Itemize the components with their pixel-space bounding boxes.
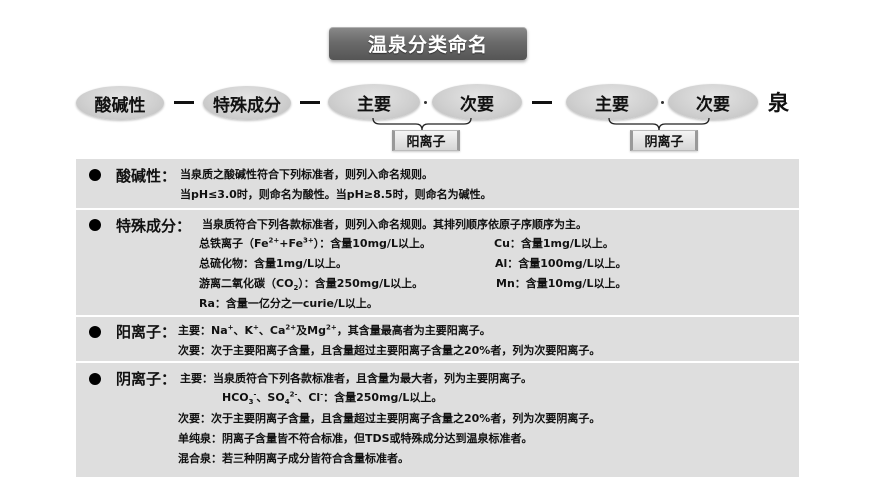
bullet-icon bbox=[89, 169, 101, 181]
panel-special-components: 特殊成分： 当泉质符合下列各款标准者，则列入命名规则。其排列顺序依原子序顺序为主… bbox=[76, 210, 799, 315]
diagram-title: 温泉分类命名 bbox=[329, 27, 527, 60]
oval-acidity: 酸碱性 bbox=[76, 86, 164, 120]
mixed-spring-text: 混合泉：若三种阴离子成分皆符合含量标准者。 bbox=[178, 452, 409, 465]
dash-separator bbox=[532, 101, 552, 104]
criterion-copper: Cu：含量1mg/L以上。 bbox=[494, 237, 614, 250]
oval-anion-major: 主要 bbox=[566, 84, 658, 120]
criterion-radium: Ra：含量一亿分之一curie/L以上。 bbox=[199, 297, 378, 310]
dash-separator bbox=[174, 101, 194, 104]
cation-minor-text: 次要：次于主要阳离子含量，且含量超过主要阳离子含量之20%者，列为次要阳离子。 bbox=[178, 344, 601, 357]
panel-acidity: 酸碱性： 当泉质之酸碱性符合下列标准者，则列入命名规则。 当pH≤3.0时，则命… bbox=[76, 159, 799, 208]
bullet-icon bbox=[89, 373, 101, 385]
oval-cation-major: 主要 bbox=[328, 84, 420, 120]
oval-anion-minor: 次要 bbox=[668, 84, 758, 120]
criterion-sulfide: 总硫化物：含量1mg/L以上。 bbox=[199, 257, 348, 270]
criterion-iron: 总铁离子（Fe2++Fe3+）：含量10mg/L以上。 bbox=[199, 236, 431, 250]
dot-separator bbox=[424, 101, 427, 104]
section-heading: 阳离子： bbox=[116, 323, 177, 341]
criterion-aluminum: Al：含量100mg/L以上。 bbox=[495, 257, 627, 270]
section-text: 当泉质之酸碱性符合下列标准者，则列入命名规则。 bbox=[180, 168, 433, 181]
criterion-manganese: Mn：含量10mg/L以上。 bbox=[496, 277, 627, 290]
tag-cation: 阳离子 bbox=[392, 130, 460, 151]
panel-cation: 阳离子： 主要：Na+、K+、Ca2+及Mg2+，其含量最高者为主要阳离子。 次… bbox=[76, 317, 799, 361]
anion-minor-text: 次要：次于主要阴离子含量，且含量超过主要阴离子含量之20%者，列为次要阴离子。 bbox=[178, 412, 601, 425]
bullet-icon bbox=[89, 219, 101, 231]
simple-spring-text: 单纯泉：阴离子含量皆不符合标准，但TDS或特殊成分达到温泉标准者。 bbox=[178, 432, 533, 445]
oval-special-component: 特殊成分 bbox=[203, 86, 291, 120]
anion-major-text: 主要：当泉质符合下列各款标准者，且含量为最大者，列为主要阴离子。 bbox=[180, 372, 532, 385]
tag-anion: 阴离子 bbox=[630, 130, 698, 151]
cation-major-text: 主要：Na+、K+、Ca2+及Mg2+，其含量最高者为主要阳离子。 bbox=[178, 323, 491, 337]
criterion-co2: 游离二氧化碳（CO2）：含量250mg/L以上。 bbox=[199, 277, 424, 293]
section-heading: 酸碱性： bbox=[116, 167, 177, 185]
section-text: 当泉质符合下列各款标准者，则列入命名规则。其排列顺序依原子序顺序为主。 bbox=[202, 218, 587, 231]
dash-separator bbox=[300, 101, 320, 104]
panel-anion: 阴离子： 主要：当泉质符合下列各款标准者，且含量为最大者，列为主要阴离子。 HC… bbox=[76, 363, 799, 477]
brace-anion bbox=[608, 118, 710, 130]
dot-separator bbox=[661, 101, 664, 104]
section-text: 当pH≤3.0时，则命名为酸性。当pH≥8.5时，则命名为碱性。 bbox=[180, 188, 492, 201]
section-heading: 特殊成分： bbox=[116, 217, 192, 235]
spring-suffix: 泉 bbox=[768, 91, 789, 115]
bullet-icon bbox=[89, 326, 101, 338]
section-heading: 阴离子： bbox=[116, 370, 177, 388]
anion-ions-criterion: HCO3-、SO42-、Cl-：含量250mg/L以上。 bbox=[222, 390, 443, 407]
oval-cation-minor: 次要 bbox=[432, 84, 522, 120]
brace-cation bbox=[372, 118, 472, 130]
